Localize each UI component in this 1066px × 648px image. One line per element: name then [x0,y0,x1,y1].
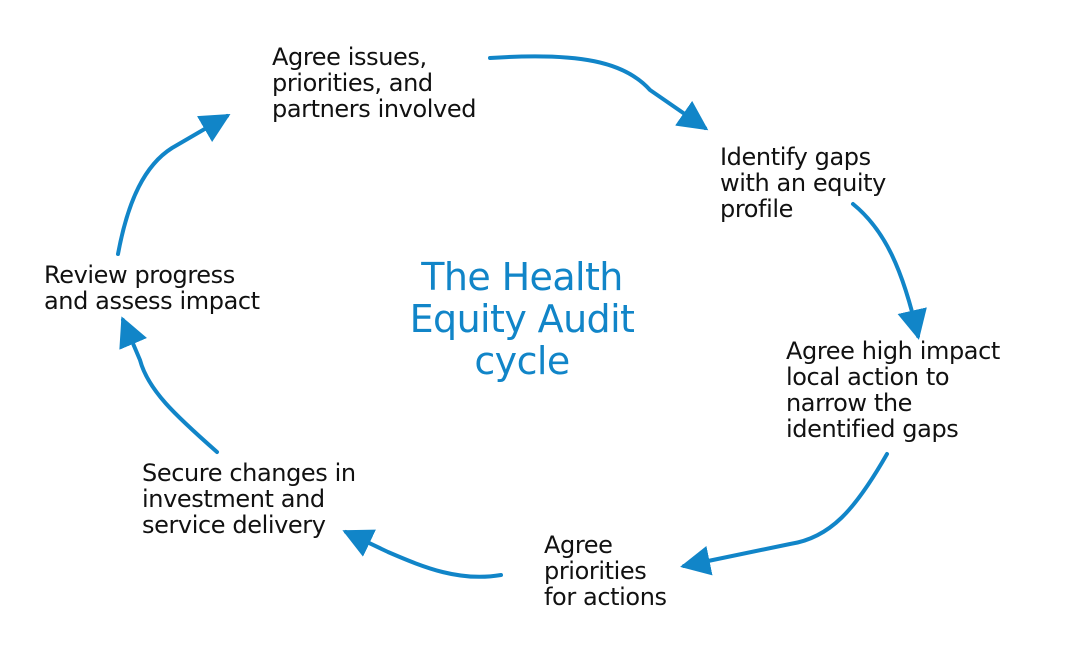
arrow-step5-to-step6 [119,316,219,454]
arrow-step6-to-step1 [116,113,231,256]
arrow-step2-to-step3 [851,202,927,340]
step-secure-changes: Secure changes in investment and service… [142,459,356,539]
step-review-progress: Review progress and assess impact [44,261,260,315]
diagram-title: The Health Equity Audit cycle [409,255,635,383]
step-agree-issues: Agree issues, priorities, and partners i… [272,43,477,123]
step-agree-priorities: Agree priorities for actions [544,531,667,611]
arrow-step4-to-step5 [342,529,503,579]
step-agree-local-action: Agree high impact local action to narrow… [786,337,1000,443]
arrow-step3-to-step4 [680,452,889,576]
arrow-step1-to-step2 [488,54,709,131]
step-identify-gaps: Identify gaps with an equity profile [720,143,886,223]
